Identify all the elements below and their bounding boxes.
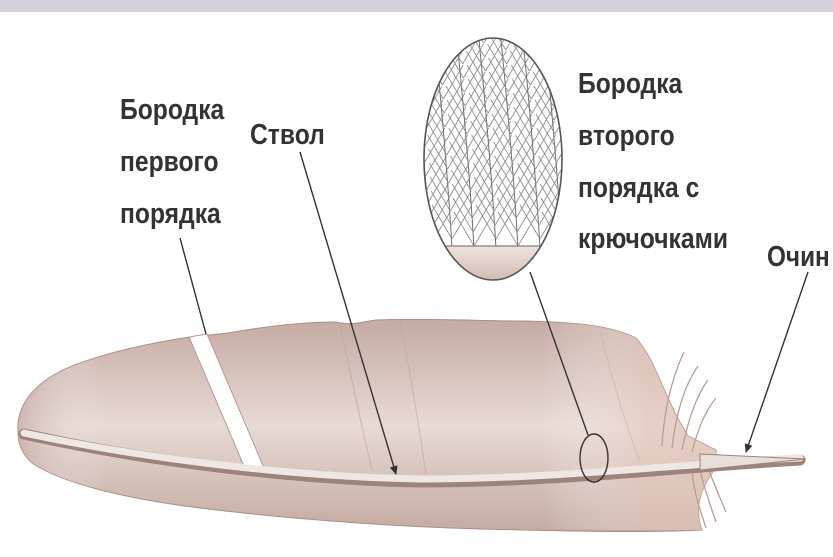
- barbule-line: [559, 170, 579, 204]
- label-line: порядка с: [578, 171, 699, 203]
- barbule-line: [508, 9, 528, 43]
- label-line: крючочками: [578, 222, 728, 254]
- barbule-line: [404, 114, 424, 148]
- label-quill: Очин: [767, 240, 830, 272]
- barbule-line: [464, 9, 484, 43]
- barbule-line: [442, 16, 462, 50]
- feather-vane-shading: [18, 320, 716, 530]
- top-band: [0, 0, 833, 12]
- barbule-line: [553, 72, 573, 106]
- label-line: Бородка: [578, 67, 683, 99]
- barbule-line: [530, 16, 550, 50]
- barbule-line: [422, 37, 442, 71]
- barbule-line: [419, 30, 439, 64]
- label-second-order-barb: Бородка второго порядка с крючочками: [578, 67, 728, 254]
- label-line: порядка: [120, 197, 222, 229]
- barbule-line: [531, 30, 551, 64]
- barbule-line: [530, 37, 550, 71]
- label-first-order-barb: Бородка первого порядка: [120, 93, 225, 229]
- barbule-line: [551, 30, 571, 64]
- barbule-line: [409, 198, 429, 232]
- barbule-line: [418, 16, 438, 50]
- barbule-line: [550, 16, 570, 50]
- barbule-line: [421, 23, 441, 57]
- label-line: первого: [120, 145, 219, 177]
- barbule-line: [402, 86, 422, 120]
- barbule-line: [405, 128, 425, 162]
- barbule-line: [552, 44, 572, 78]
- barbule-line: [420, 9, 440, 43]
- label-line: второго: [578, 119, 675, 151]
- pointer-first-order-barb: [180, 238, 206, 334]
- label-line: Бородка: [120, 93, 225, 125]
- barbule-line: [528, 9, 548, 43]
- barbule-line: [420, 44, 440, 78]
- barbule-line: [400, 58, 420, 92]
- barbule-line: [529, 23, 549, 57]
- barbule-line: [399, 30, 419, 64]
- barbule-line: [410, 212, 430, 246]
- magnified-lens: [397, 0, 582, 286]
- barbule-line: [400, 44, 420, 78]
- label-shaft: Ствол: [250, 118, 325, 150]
- barbule-line: [401, 72, 421, 106]
- barbule-line: [403, 100, 423, 134]
- pointer-quill: [746, 272, 808, 452]
- barbule-line: [440, 9, 460, 43]
- barbule-line: [441, 23, 461, 57]
- barbule-line: [422, 51, 442, 85]
- barbule-line: [552, 58, 572, 92]
- barbule-line: [443, 30, 463, 64]
- barbule-line: [398, 16, 418, 50]
- barbule-line: [406, 142, 426, 176]
- feather: [18, 319, 806, 531]
